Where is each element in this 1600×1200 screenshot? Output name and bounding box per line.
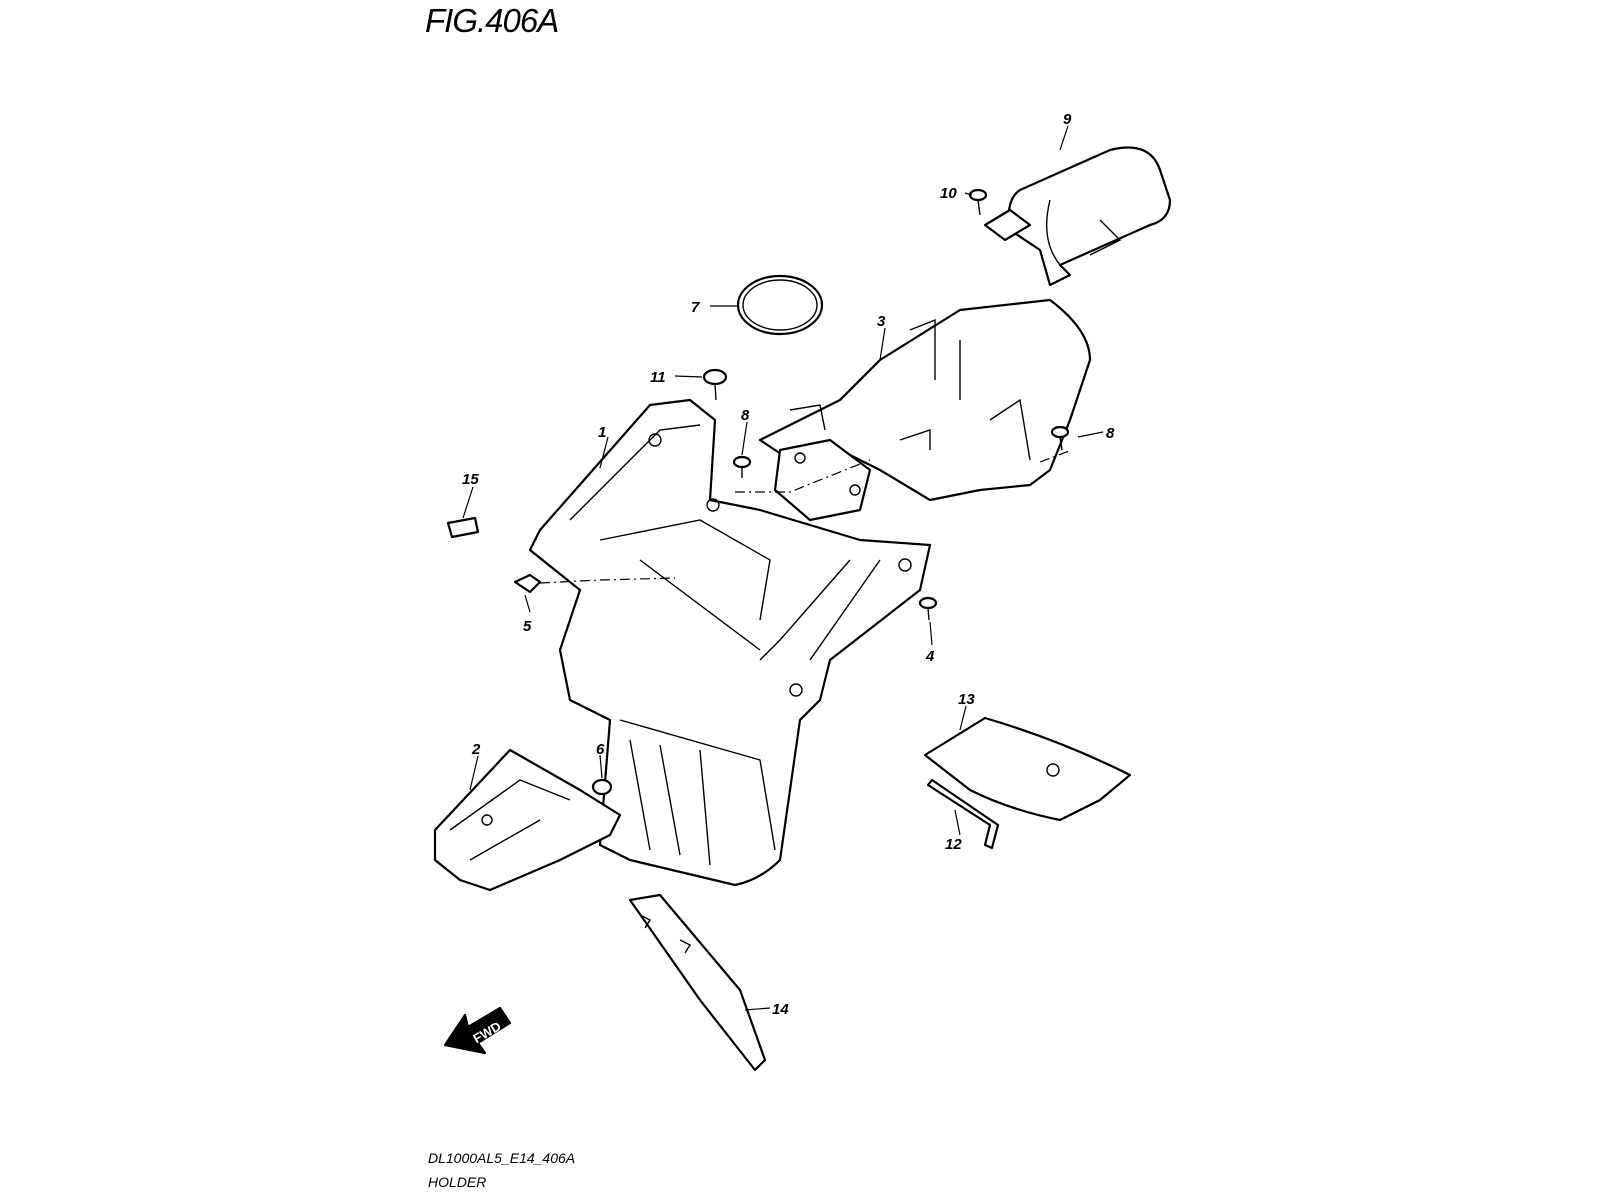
callout-14: 14 bbox=[772, 1001, 789, 1018]
callout-10: 10 bbox=[940, 185, 957, 202]
callout-8: 8 bbox=[741, 407, 750, 424]
part-11-bolt bbox=[702, 368, 728, 401]
part-4-grommet bbox=[918, 596, 938, 621]
part-3-bracket bbox=[758, 298, 1092, 522]
callout-15: 15 bbox=[462, 471, 479, 488]
part-9-cover bbox=[983, 146, 1172, 287]
figure-title: FIG.406A bbox=[425, 2, 559, 39]
section-name: HOLDER bbox=[428, 1174, 487, 1190]
part-5-nut bbox=[513, 573, 542, 594]
callout-5: 5 bbox=[523, 618, 532, 635]
part-10-screw bbox=[968, 188, 988, 216]
part-8-screw bbox=[732, 425, 1070, 478]
callout-7: 7 bbox=[691, 299, 700, 316]
callout-3: 3 bbox=[877, 313, 886, 330]
callout-2: 2 bbox=[471, 741, 481, 758]
part-7-o-ring bbox=[736, 274, 824, 336]
part-12-wrench bbox=[926, 778, 1000, 850]
parts-diagram: FWD 1 2 3 4 5 6 7 8 8 9 10 11 12 13 14 1… bbox=[433, 111, 1172, 1072]
part-15-tape bbox=[446, 516, 480, 539]
fwd-arrow-icon: FWD bbox=[443, 1006, 512, 1055]
model-code: DL1000AL5_E14_406A bbox=[428, 1150, 576, 1166]
callout-13: 13 bbox=[958, 691, 975, 708]
callout-8: 8 bbox=[1106, 425, 1115, 442]
callout-6: 6 bbox=[596, 741, 605, 758]
part-13-pad bbox=[923, 716, 1132, 822]
callout-4: 4 bbox=[925, 648, 935, 665]
part-2-cover bbox=[433, 748, 622, 892]
callout-9: 9 bbox=[1063, 111, 1072, 128]
part-14-plate bbox=[628, 893, 767, 1072]
part-1-holder bbox=[528, 398, 932, 887]
part-6-cushion bbox=[591, 778, 613, 796]
callout-12: 12 bbox=[945, 836, 962, 853]
callout-1: 1 bbox=[598, 424, 606, 441]
callout-11: 11 bbox=[650, 369, 666, 386]
